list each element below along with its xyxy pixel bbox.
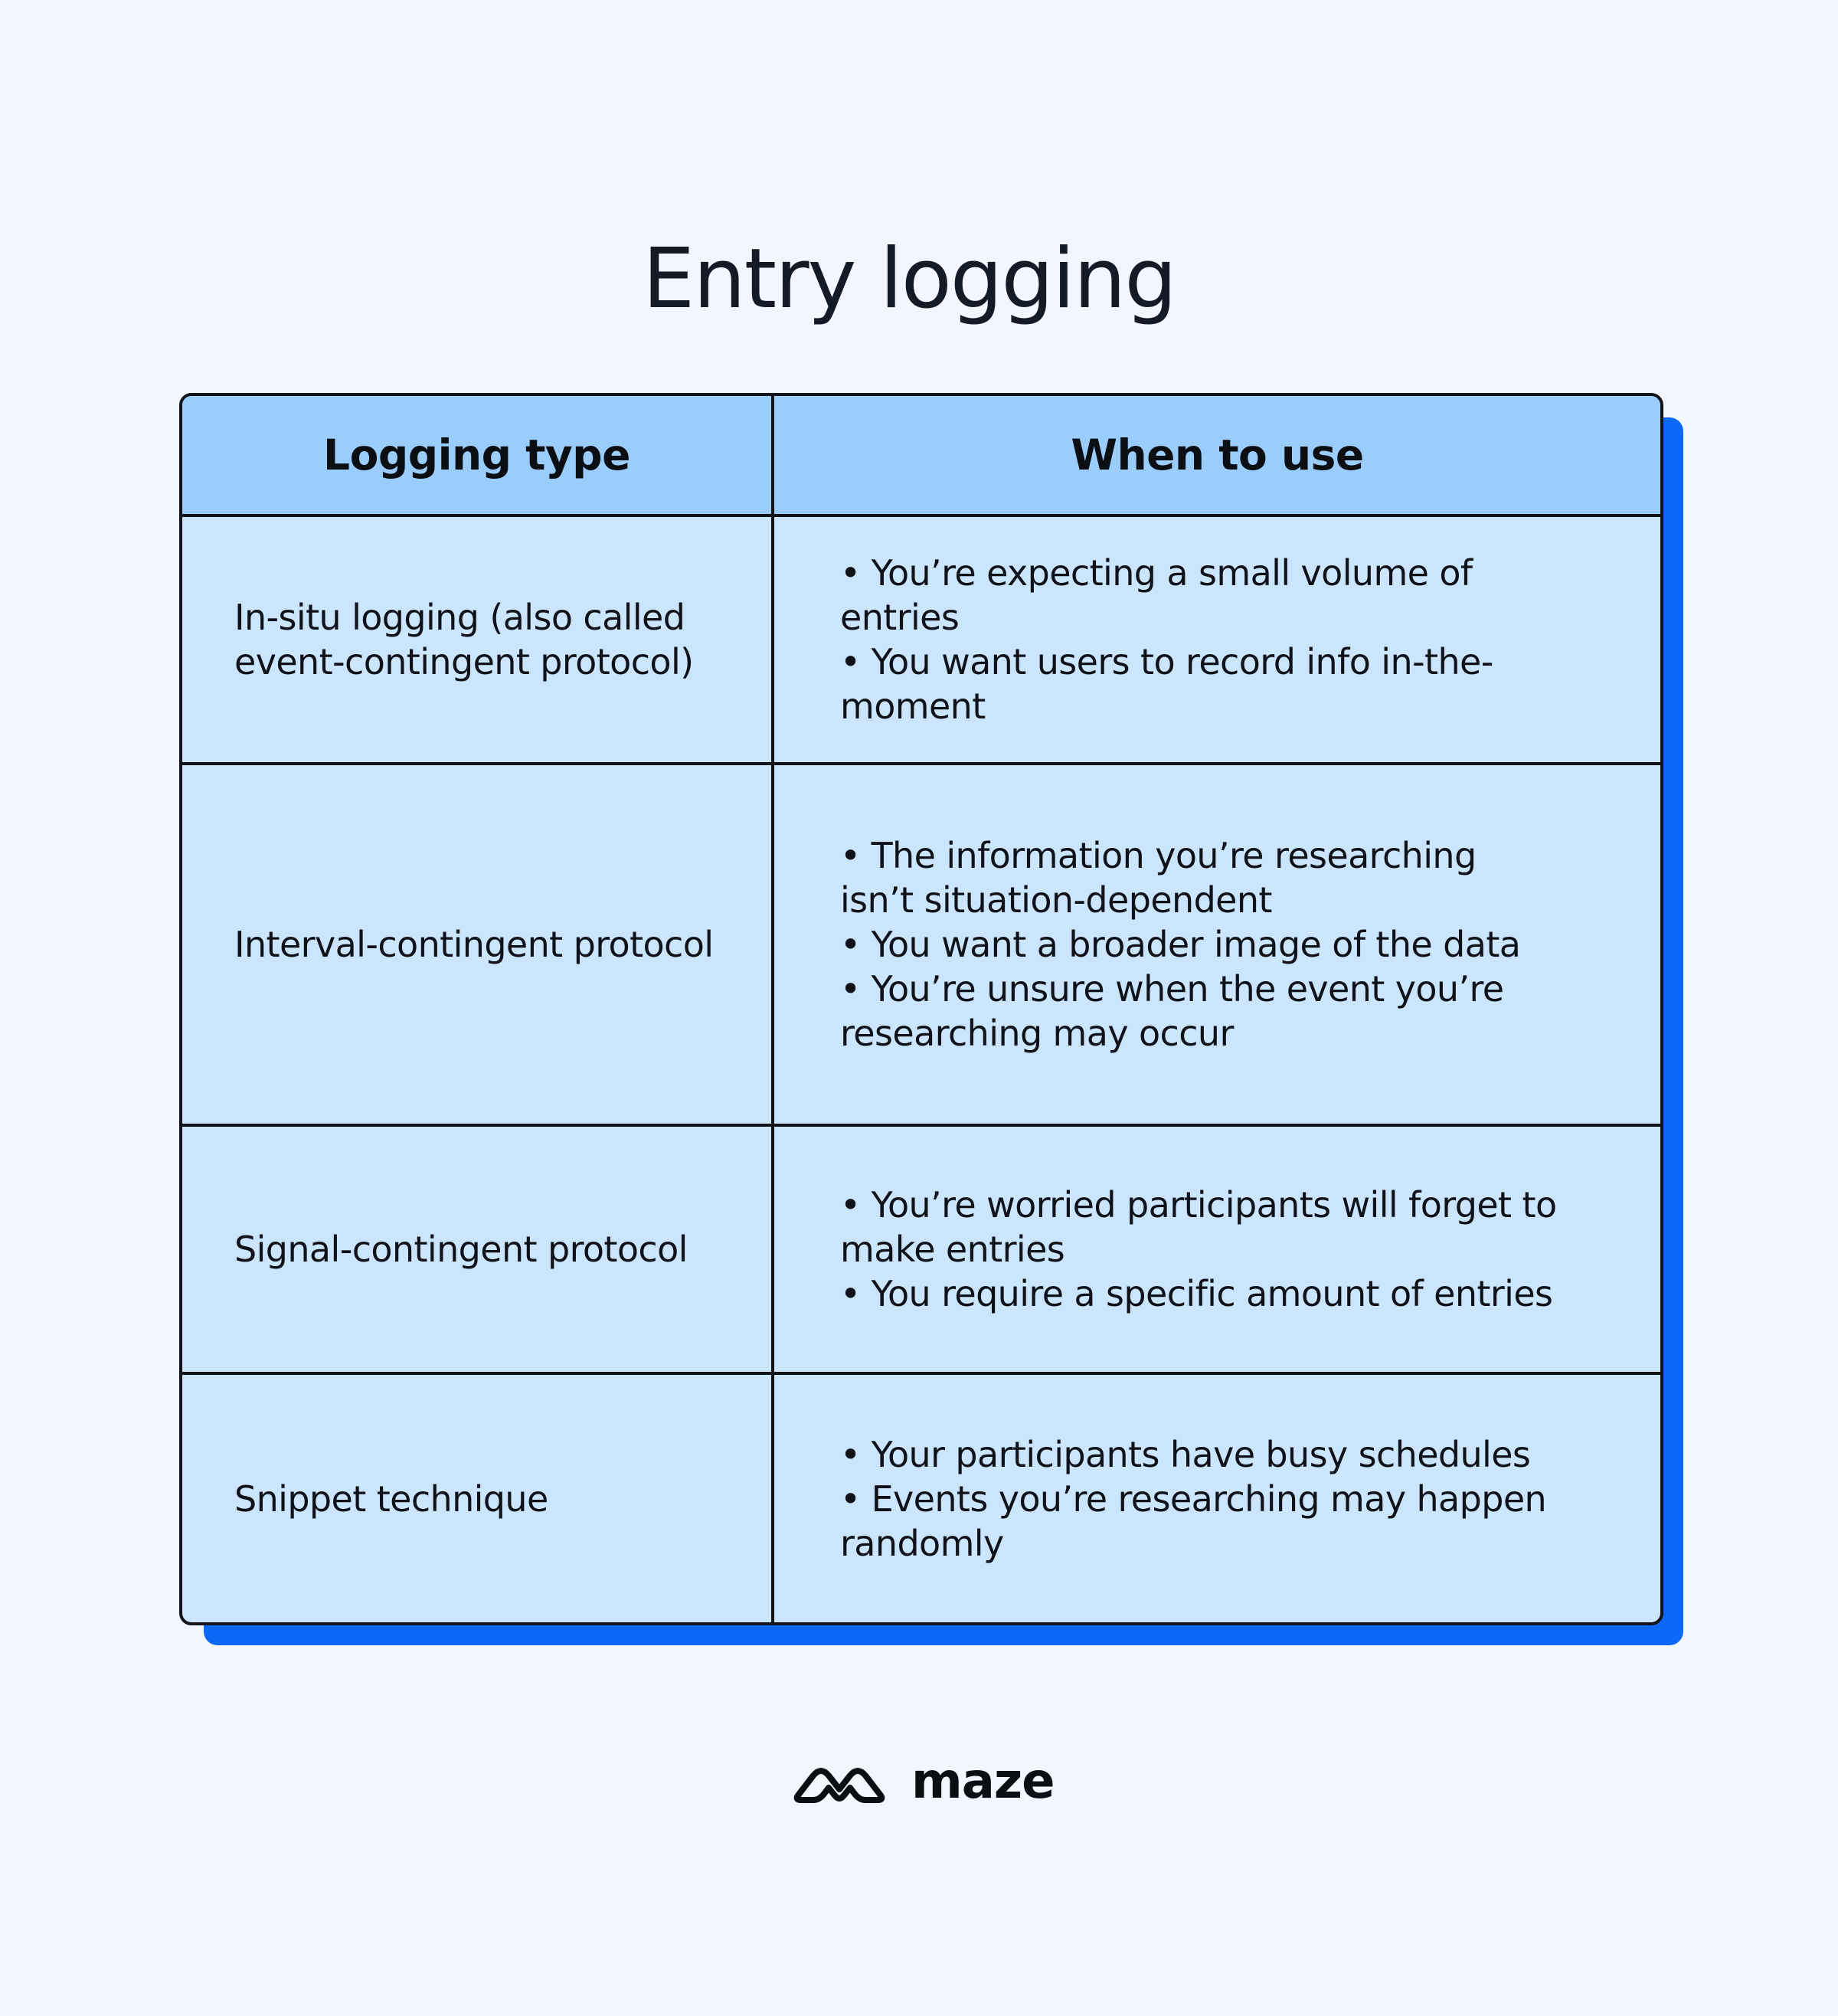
- table-header-row: Logging type When to use: [182, 396, 1660, 514]
- page-title: Entry logging: [643, 231, 1177, 328]
- logging-type-label: Signal-contingent protocol: [234, 1229, 688, 1270]
- table-row: In-situ logging (also called event-conti…: [182, 514, 1660, 762]
- logging-type-cell: In-situ logging (also called event-conti…: [182, 517, 774, 762]
- logging-type-cell: Signal-contingent protocol: [182, 1127, 774, 1372]
- column-header-when-to-use: When to use: [1071, 430, 1364, 479]
- table-row: Snippet technique Your participants have…: [182, 1372, 1660, 1622]
- bullet-item: Your participants have busy schedules: [840, 1432, 1560, 1477]
- bullet-list: You’re expecting a small volume of entri…: [840, 551, 1575, 728]
- bullet-item: You’re expecting a small volume of entri…: [840, 551, 1575, 640]
- logging-table: Logging type When to use In-situ logging…: [179, 393, 1663, 1625]
- header-cell-logging-type: Logging type: [182, 396, 774, 514]
- bullet-item: You’re unsure when the event you’re rese…: [840, 967, 1552, 1055]
- bullet-item: You require a specific amount of entries: [840, 1271, 1575, 1316]
- logging-type-label: Interval-contingent protocol: [234, 924, 714, 965]
- column-header-logging-type: Logging type: [323, 430, 630, 479]
- bullet-item: You’re worried participants will forget …: [840, 1183, 1575, 1271]
- brand-name: maze: [911, 1753, 1055, 1810]
- bullet-item: You want a broader image of the data: [840, 922, 1552, 967]
- bullet-list: The information you’re researching isn’t…: [840, 833, 1552, 1055]
- maze-logo-icon: [793, 1768, 885, 1803]
- when-to-use-cell: The information you’re researching isn’t…: [774, 765, 1660, 1124]
- table-row: Interval-contingent protocol The informa…: [182, 762, 1660, 1124]
- logging-type-cell: Snippet technique: [182, 1375, 774, 1622]
- when-to-use-cell: You’re worried participants will forget …: [774, 1127, 1660, 1372]
- table-row: Signal-contingent protocol You’re worrie…: [182, 1124, 1660, 1372]
- when-to-use-cell: Your participants have busy schedules Ev…: [774, 1375, 1660, 1622]
- bullet-list: You’re worried participants will forget …: [840, 1183, 1575, 1316]
- logging-type-cell: Interval-contingent protocol: [182, 765, 774, 1124]
- header-cell-when-to-use: When to use: [774, 396, 1660, 514]
- bullet-item: The information you’re researching isn’t…: [840, 833, 1552, 922]
- logging-type-label: Snippet technique: [234, 1478, 548, 1520]
- maze-logo: maze: [793, 1749, 1055, 1814]
- logging-type-label: In-situ logging (also called event-conti…: [234, 597, 694, 682]
- bullet-list: Your participants have busy schedules Ev…: [840, 1432, 1560, 1566]
- bullet-item: Events you’re researching may happen ran…: [840, 1477, 1560, 1566]
- bullet-item: You want users to record info in-the-mom…: [840, 640, 1575, 728]
- when-to-use-cell: You’re expecting a small volume of entri…: [774, 517, 1660, 762]
